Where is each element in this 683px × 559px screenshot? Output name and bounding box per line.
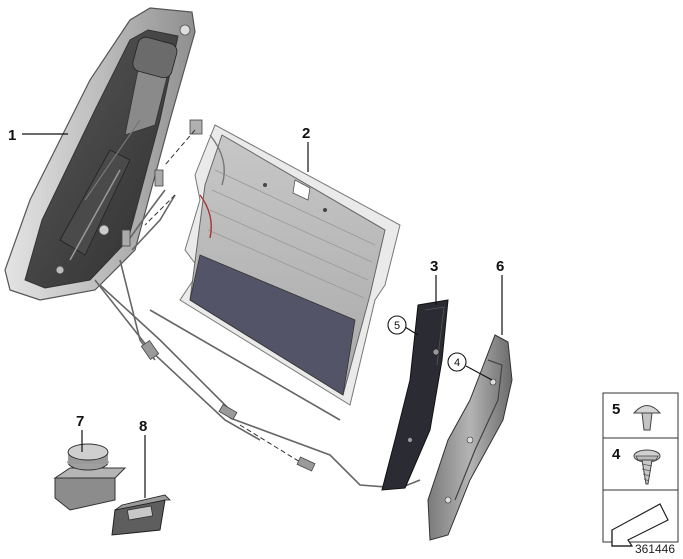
legend-item-5-label: 5 [612, 401, 620, 418]
callout-5: 5 [394, 320, 400, 332]
trim-strip-part [381, 299, 449, 491]
callout-2: 2 [302, 125, 310, 142]
dashed-link-lines [144, 129, 301, 463]
connector-plugs [121, 119, 316, 472]
switch-part [111, 494, 171, 536]
backrest-shell-part [4, 7, 196, 301]
callout-4-circle [447, 352, 467, 372]
callout-5-circle [387, 315, 407, 335]
heating-mat-part [179, 124, 401, 406]
callout-3: 3 [430, 258, 438, 275]
callout-7: 7 [76, 413, 84, 430]
callout-4: 4 [454, 357, 460, 369]
side-cover-part [427, 334, 513, 541]
screw-icon [633, 449, 661, 485]
fastener-legend: 5 4 [602, 392, 679, 547]
callout-8: 8 [139, 418, 147, 435]
direction-arrow-icon [611, 503, 669, 547]
expanding-rivet-icon [632, 405, 662, 431]
callout-6: 6 [496, 258, 504, 275]
legend-item-4-label: 4 [612, 446, 621, 463]
leader-lines [22, 133, 503, 498]
control-knob-part [53, 443, 127, 511]
wiring-harness [94, 189, 421, 489]
diagram-reference-number: 361446 [635, 542, 675, 556]
callouts: 1 2 3 6 7 8 5 4 [8, 125, 504, 435]
callout-1: 1 [8, 127, 16, 144]
